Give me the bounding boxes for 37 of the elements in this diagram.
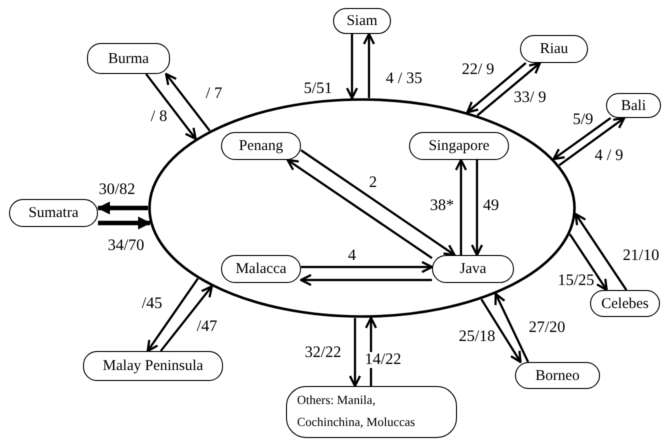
place-node: Celebes <box>590 290 660 317</box>
place-node: Java <box>432 255 514 283</box>
arrow <box>98 216 152 230</box>
arrow <box>346 34 358 100</box>
arrow <box>454 158 468 255</box>
place-node: Borneo <box>515 362 600 389</box>
place-node: Singapore <box>409 132 509 160</box>
arrow <box>558 116 626 166</box>
place-node: Malacca <box>221 255 301 283</box>
arrow <box>362 32 376 98</box>
edge-label: 14/22 <box>364 352 402 368</box>
arrow <box>552 117 612 160</box>
arrow <box>286 158 433 260</box>
arrow <box>568 234 608 292</box>
arrow <box>160 285 213 352</box>
arrow <box>470 160 484 256</box>
arrow <box>574 212 628 291</box>
place-node: Others: Manila, Cochinchina, Moluccas <box>286 386 457 438</box>
arrow <box>164 72 211 132</box>
place-node: Burma <box>87 43 170 74</box>
arrow <box>300 149 456 256</box>
place-node: Malay Peninsula <box>83 351 223 381</box>
place-node: Penang <box>221 132 301 160</box>
place-node: Bali <box>606 93 661 118</box>
arrow <box>476 62 542 116</box>
arrow <box>301 260 434 274</box>
place-node: Siam <box>333 8 391 34</box>
arrow <box>348 318 362 388</box>
arrow <box>96 202 148 214</box>
place-node: Sumatra <box>9 199 98 227</box>
arrow <box>480 298 522 364</box>
arrow <box>494 292 530 362</box>
arrow <box>145 73 197 140</box>
place-node: Riau <box>520 35 588 63</box>
arrow <box>146 278 199 352</box>
arrow <box>466 62 527 114</box>
arrow <box>300 274 432 286</box>
